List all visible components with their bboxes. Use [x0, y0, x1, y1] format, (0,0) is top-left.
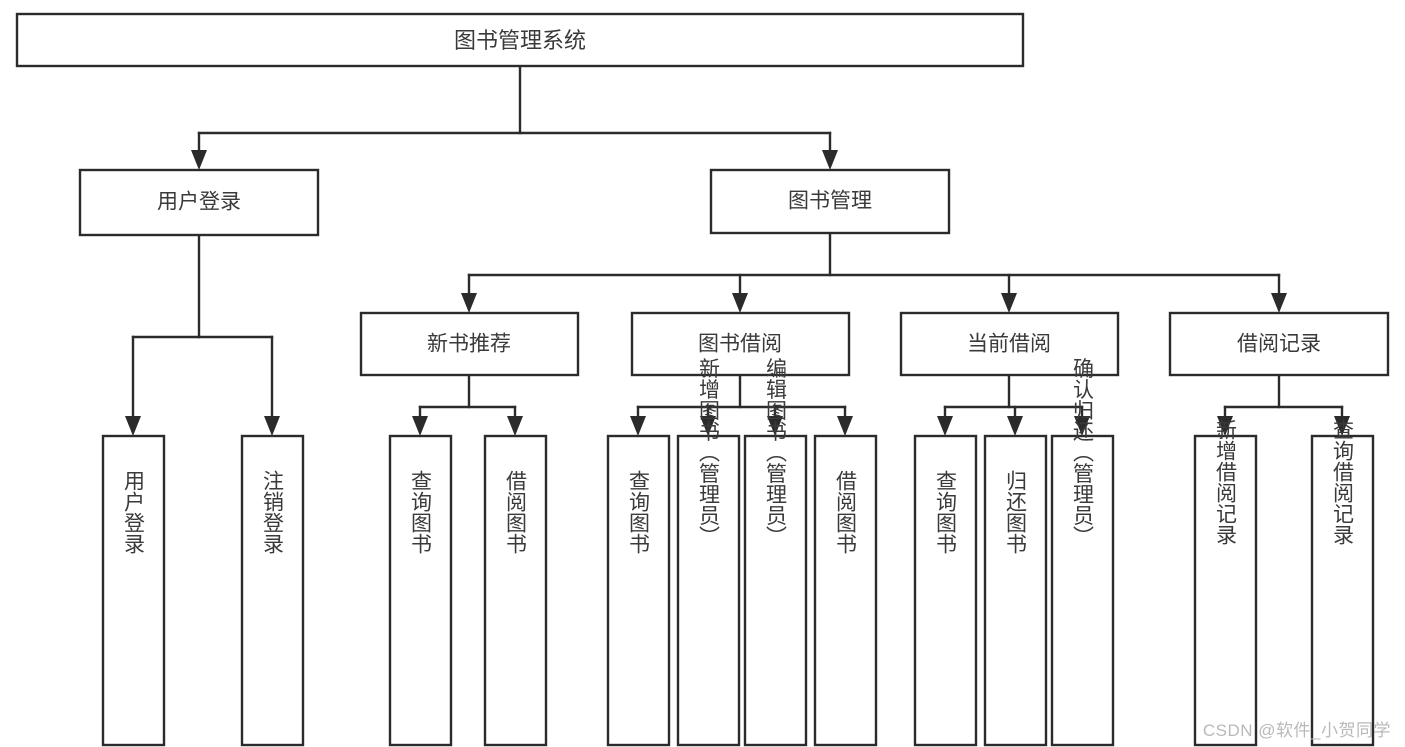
node-leaf-borrow-book-2-box[interactable]	[813, 434, 878, 747]
node-leaf-query-book-2[interactable]: 查询图书	[606, 434, 671, 747]
node-book-management-label: 图书管理	[788, 190, 872, 213]
node-leaf-add-book[interactable]: 新增图书（管理员）	[676, 358, 741, 747]
node-leaf-borrow-book-1[interactable]: 借阅图书	[483, 434, 548, 747]
node-leaf-add-book-label: 新增图书（管理员）	[697, 358, 721, 547]
arrowhead-leaf-query-book-2	[630, 416, 646, 436]
arrowhead-leaf-borrow-book-2	[837, 416, 853, 436]
node-leaf-add-record[interactable]: 新增借阅记录	[1193, 419, 1258, 747]
node-leaf-confirm-return-label: 确认归还（管理员）	[1071, 358, 1095, 547]
node-borrow-record-box[interactable]	[1168, 311, 1390, 377]
arrowhead-leaf-confirm-return	[1074, 416, 1090, 436]
node-leaf-return-book[interactable]: 归还图书	[983, 434, 1048, 747]
node-borrow-record[interactable]: 借阅记录	[1168, 311, 1390, 377]
node-root[interactable]: 图书管理系统	[15, 12, 1025, 68]
node-leaf-query-record-box[interactable]	[1310, 434, 1375, 747]
arrowhead-book-management	[822, 150, 838, 170]
arrowhead-leaf-query-record	[1334, 416, 1350, 436]
node-leaf-edit-book-label: 编辑图书（管理员）	[764, 358, 788, 547]
node-leaf-query-book-1-box[interactable]	[388, 434, 453, 747]
node-leaf-query-book-3-label: 查询图书	[934, 470, 958, 554]
node-book-borrow-box[interactable]	[630, 311, 851, 377]
node-leaf-logout[interactable]: 注销登录	[240, 434, 305, 747]
arrowhead-leaf-add-record	[1217, 416, 1233, 436]
arrowhead-leaf-add-book	[700, 416, 716, 436]
arrowhead-leaf-borrow-book-1	[507, 416, 523, 436]
node-leaf-logout-box[interactable]	[240, 434, 305, 747]
node-leaf-borrow-book-2-label: 借阅图书	[834, 470, 858, 554]
node-current-borrow-box[interactable]	[899, 311, 1120, 377]
node-leaf-user-login-box[interactable]	[101, 434, 166, 747]
node-leaf-user-login[interactable]: 用户登录	[101, 434, 166, 747]
node-current-borrow-label: 当前借阅	[967, 333, 1051, 356]
arrowhead-leaf-logout	[264, 416, 280, 436]
node-leaf-query-book-3[interactable]: 查询图书	[913, 434, 978, 747]
node-leaf-logout-label: 注销登录	[261, 470, 285, 554]
node-leaf-query-record-label: 查询借阅记录	[1331, 419, 1355, 545]
node-root-label: 图书管理系统	[454, 28, 586, 53]
node-leaf-add-book-box[interactable]	[676, 434, 741, 747]
node-leaf-query-book-3-box[interactable]	[913, 434, 978, 747]
node-new-book-recommend-label: 新书推荐	[427, 333, 511, 356]
arrowhead-new-book	[461, 293, 477, 313]
node-leaf-user-login-label: 用户登录	[122, 470, 146, 554]
edge-layer	[125, 64, 1350, 436]
node-leaf-add-record-box[interactable]	[1193, 434, 1258, 747]
arrowhead-leaf-query-book-3	[937, 416, 953, 436]
node-book-borrow[interactable]: 图书借阅	[630, 311, 851, 377]
node-leaf-add-record-label: 新增借阅记录	[1214, 419, 1238, 545]
arrowhead-book-borrow	[732, 293, 748, 313]
arrowhead-leaf-return-book	[1007, 416, 1023, 436]
node-leaf-query-book-1-label: 查询图书	[409, 470, 433, 554]
node-leaf-confirm-return-box[interactable]	[1050, 434, 1115, 747]
node-book-management[interactable]: 图书管理	[709, 168, 951, 235]
node-leaf-return-book-label: 归还图书	[1004, 470, 1028, 554]
arrowhead-borrow-record	[1271, 293, 1287, 313]
node-leaf-query-book-1[interactable]: 查询图书	[388, 434, 453, 747]
arrowhead-leaf-edit-book	[767, 416, 783, 436]
node-user-login-label: 用户登录	[157, 191, 241, 214]
node-new-book-recommend-box[interactable]	[359, 311, 580, 377]
node-leaf-borrow-book-1-label: 借阅图书	[504, 470, 528, 554]
node-current-borrow[interactable]: 当前借阅	[899, 311, 1120, 377]
node-book-borrow-label: 图书借阅	[698, 333, 782, 356]
node-leaf-borrow-book-2[interactable]: 借阅图书	[813, 434, 878, 747]
node-leaf-confirm-return[interactable]: 确认归还（管理员）	[1050, 358, 1115, 747]
node-leaf-return-book-box[interactable]	[983, 434, 1048, 747]
node-borrow-record-label: 借阅记录	[1237, 333, 1321, 356]
node-leaf-edit-book[interactable]: 编辑图书（管理员）	[743, 358, 808, 747]
node-leaf-query-record[interactable]: 查询借阅记录	[1310, 419, 1375, 747]
node-new-book-recommend[interactable]: 新书推荐	[359, 311, 580, 377]
node-leaf-borrow-book-1-box[interactable]	[483, 434, 548, 747]
node-leaf-query-book-2-box[interactable]	[606, 434, 671, 747]
arrowhead-current-borrow	[1001, 293, 1017, 313]
arrowhead-leaf-query-book-1	[412, 416, 428, 436]
node-user-login-box[interactable]	[78, 168, 320, 237]
node-root-box[interactable]	[15, 12, 1025, 68]
node-user-login[interactable]: 用户登录	[78, 168, 320, 237]
arrowhead-leaf-user-login	[125, 416, 141, 436]
node-book-management-box[interactable]	[709, 168, 951, 235]
node-leaf-query-book-2-label: 查询图书	[627, 470, 651, 554]
node-leaf-edit-book-box[interactable]	[743, 434, 808, 747]
arrowhead-user-login	[191, 150, 207, 170]
